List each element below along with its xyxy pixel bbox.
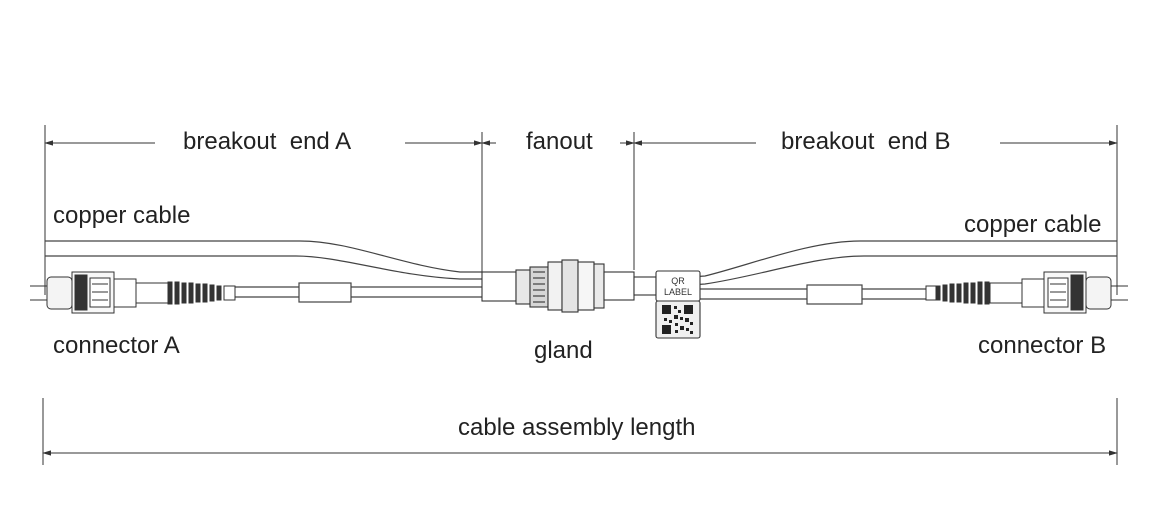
label-copper-cable-left: copper cable bbox=[53, 202, 191, 229]
label-gland: gland bbox=[534, 337, 593, 364]
qr-label-line2: LABEL bbox=[664, 287, 692, 297]
fanout-body-left bbox=[481, 271, 517, 302]
label-breakout-end-a: breakout end A bbox=[183, 128, 352, 155]
gland-assembly bbox=[481, 259, 657, 313]
qr-label-tag: QR LABEL bbox=[655, 270, 701, 339]
fanout-body-right bbox=[603, 271, 635, 301]
connector-a bbox=[30, 271, 236, 314]
sleeves bbox=[298, 282, 863, 305]
qr-label-line1: QR bbox=[671, 276, 685, 286]
top-dimension-lines bbox=[44, 125, 1118, 295]
label-connector-b: connector B bbox=[978, 332, 1107, 359]
overall-length-dimension bbox=[42, 398, 1118, 465]
qr-code-icon bbox=[662, 305, 693, 334]
label-copper-cable-right: copper cable bbox=[964, 211, 1102, 238]
label-breakout-end-b: breakout end B bbox=[781, 128, 951, 155]
connector-b bbox=[925, 271, 1128, 314]
label-fanout: fanout bbox=[526, 128, 593, 155]
copper-cable-left bbox=[45, 240, 482, 280]
sleeve-left bbox=[298, 282, 352, 303]
sleeve-right bbox=[806, 284, 863, 305]
label-cable-assembly-length: cable assembly length bbox=[458, 414, 696, 441]
copper-cable-right bbox=[689, 240, 1117, 286]
label-connector-a: connector A bbox=[53, 332, 180, 359]
